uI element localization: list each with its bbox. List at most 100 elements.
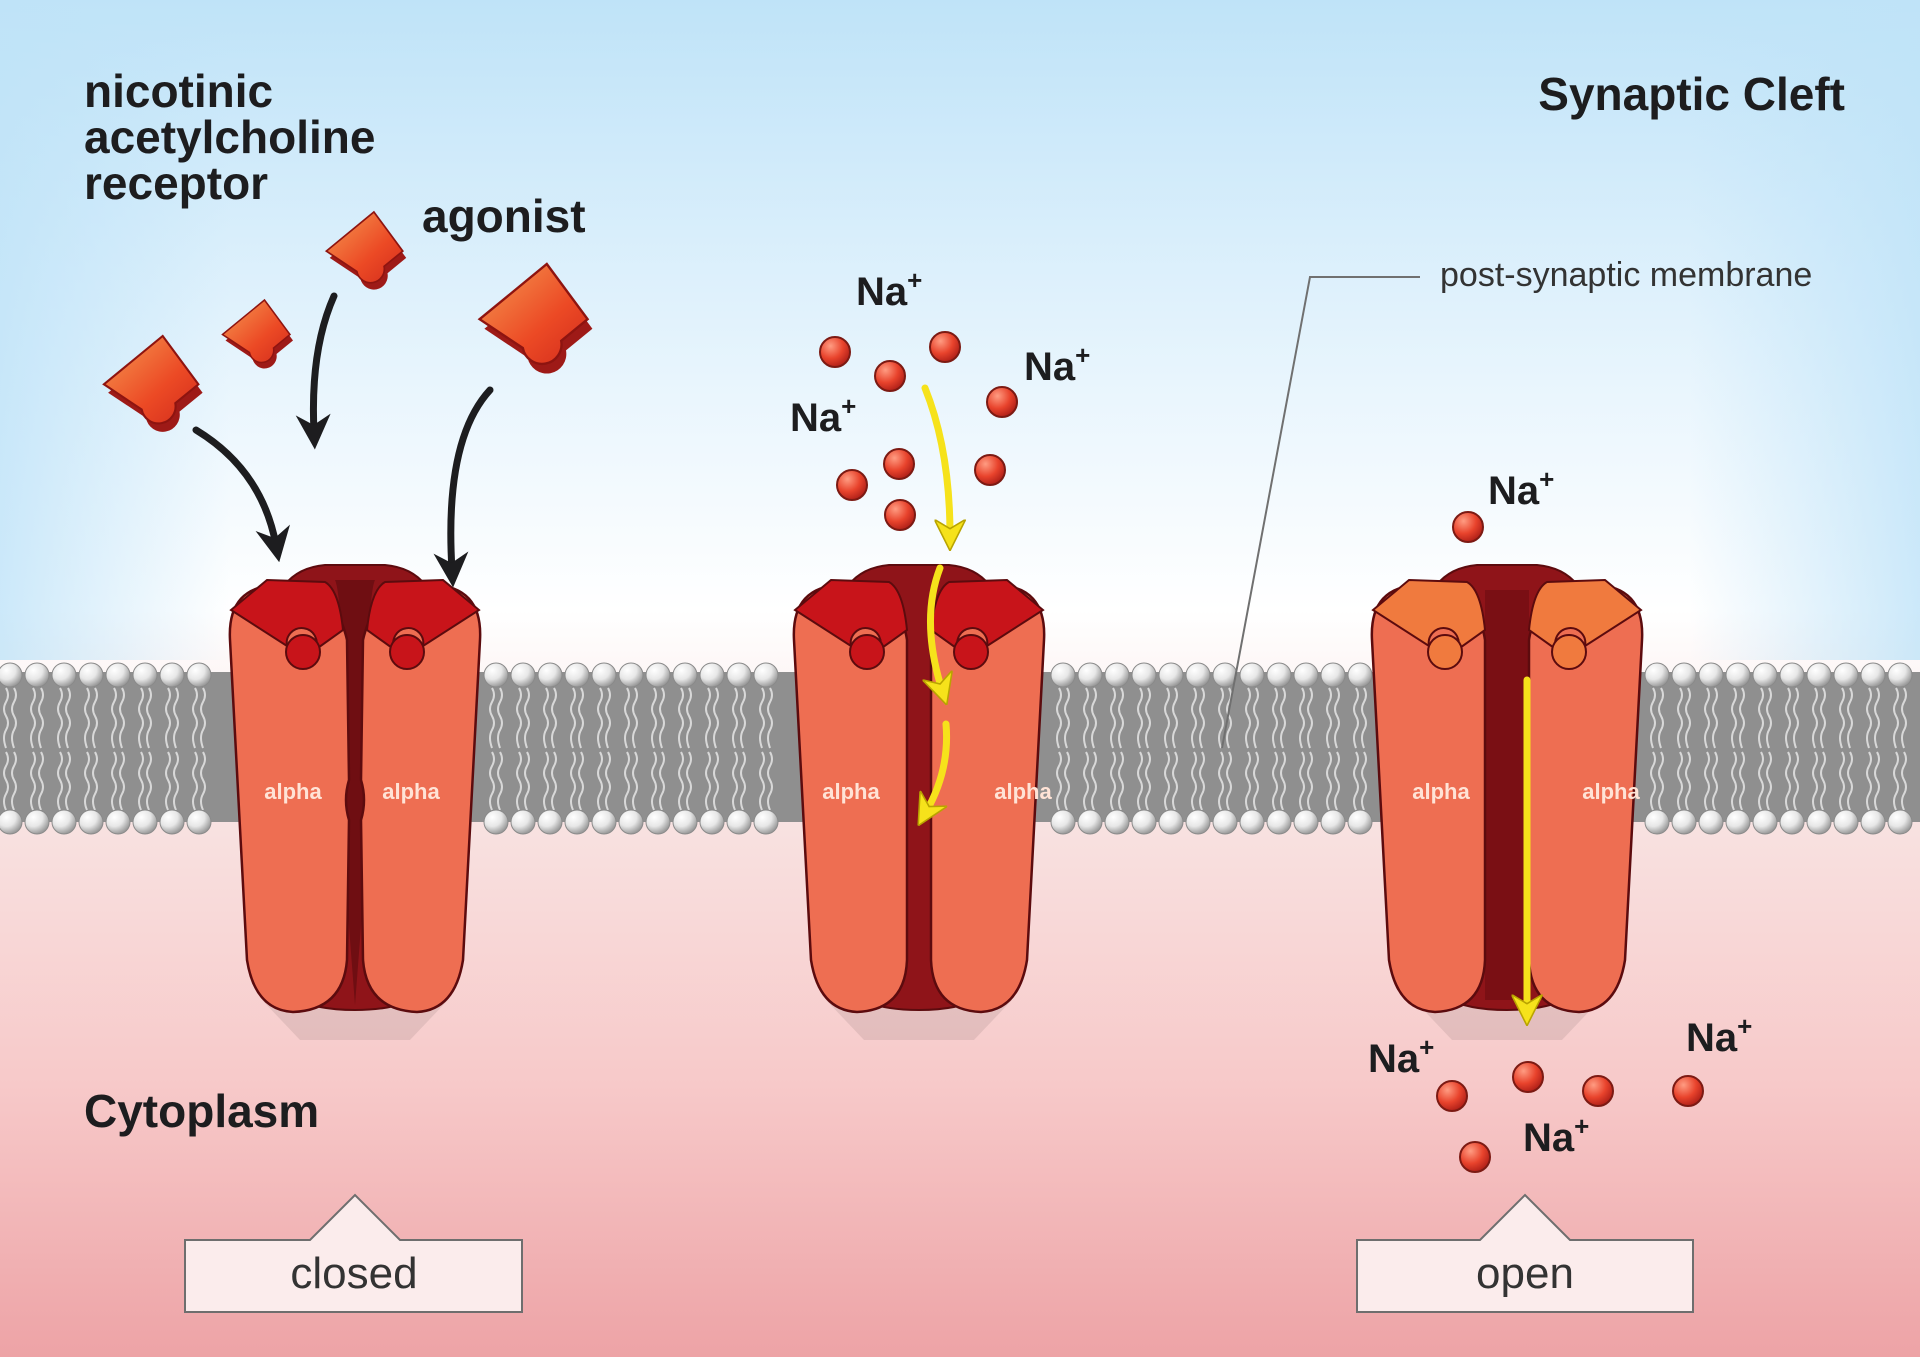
lipid-tail xyxy=(605,687,611,749)
lipid-tail xyxy=(1280,751,1286,811)
lipid-tail xyxy=(173,687,179,749)
lipid-head xyxy=(753,662,779,688)
lipid-tail xyxy=(146,687,152,749)
lipid-tail xyxy=(173,751,179,811)
lipid-head xyxy=(1833,809,1859,835)
lipid-tail xyxy=(570,751,576,811)
lipid-tail xyxy=(1758,751,1764,811)
lipid-tail xyxy=(1110,751,1116,811)
lipid-tail xyxy=(1110,687,1116,749)
lipid-tail xyxy=(767,751,773,811)
lipid-head xyxy=(1185,809,1211,835)
lipid-tail xyxy=(1245,751,1251,811)
lipid-tail xyxy=(1280,687,1286,749)
lipid-tail xyxy=(516,751,522,811)
lipid-tail xyxy=(1704,751,1710,811)
lipid-head xyxy=(1725,662,1751,688)
lipid-head xyxy=(483,809,509,835)
lipid-tail xyxy=(1334,751,1340,811)
ion-label: Na+ xyxy=(1523,1111,1589,1160)
lipid-head xyxy=(1806,662,1832,688)
lipid-head xyxy=(105,662,131,688)
lipid-tail xyxy=(1839,751,1845,811)
lipid-tail xyxy=(1658,687,1664,749)
ion-label: Na+ xyxy=(1024,340,1090,389)
lipid-tail xyxy=(651,751,657,811)
lipid-head xyxy=(1185,662,1211,688)
lipid-head xyxy=(1752,809,1778,835)
lipid-head xyxy=(1806,809,1832,835)
lipid-tail xyxy=(767,687,773,749)
lipid-head xyxy=(618,662,644,688)
lipid-tail xyxy=(759,751,765,811)
lipid-tail xyxy=(1307,751,1313,811)
lipid-head xyxy=(24,809,50,835)
lipid-tail xyxy=(1091,687,1097,749)
lipid-tail xyxy=(1299,687,1305,749)
lipid-tail xyxy=(200,751,206,811)
lipid-tail xyxy=(1893,751,1899,811)
lipid-tail xyxy=(1083,751,1089,811)
receptor-title: nicotinic acetylcholine receptor xyxy=(84,65,388,209)
lipid-tail xyxy=(1064,751,1070,811)
cytoplasm-label: Cytoplasm xyxy=(84,1085,319,1137)
lipid-head xyxy=(51,662,77,688)
lipid-tail xyxy=(624,751,630,811)
lipid-tail xyxy=(119,751,125,811)
lipid-tail xyxy=(11,687,17,749)
lipid-head xyxy=(1887,809,1913,835)
lipid-tail xyxy=(516,687,522,749)
lipid-tail xyxy=(1731,687,1737,749)
lipid-tail xyxy=(1199,751,1205,811)
lipid-tail xyxy=(1091,751,1097,811)
lipid-head xyxy=(1131,662,1157,688)
lipid-tail xyxy=(1677,687,1683,749)
lipid-tail xyxy=(84,751,90,811)
lipid-head xyxy=(1239,662,1265,688)
sodium-ion-icon xyxy=(1512,1061,1544,1093)
lipid-tail xyxy=(1299,751,1305,811)
lipid-head xyxy=(699,662,725,688)
sodium-ion-icon xyxy=(1452,511,1484,543)
lipid-tail xyxy=(1712,687,1718,749)
subunit-label: alpha xyxy=(1582,779,1640,804)
lipid-tail xyxy=(497,687,503,749)
lipid-head xyxy=(618,809,644,835)
lipid-head xyxy=(564,662,590,688)
lipid-tail xyxy=(192,687,198,749)
lipid-tail xyxy=(30,751,36,811)
lipid-tail xyxy=(1164,751,1170,811)
lipid-tail xyxy=(65,751,71,811)
lipid-head xyxy=(1347,662,1373,688)
lipid-tail xyxy=(1326,687,1332,749)
lipid-tail xyxy=(659,687,665,749)
lipid-tail xyxy=(524,687,530,749)
lipid-tail xyxy=(1901,751,1907,811)
lipid-tail xyxy=(138,751,144,811)
lipid-tail xyxy=(705,687,711,749)
lipid-head xyxy=(51,809,77,835)
lipid-head xyxy=(537,809,563,835)
lipid-head xyxy=(186,662,212,688)
lipid-tail xyxy=(543,687,549,749)
ion-label: Na+ xyxy=(790,391,856,440)
lipid-head xyxy=(591,809,617,835)
lipid-head xyxy=(510,662,536,688)
lipid-tail xyxy=(1353,687,1359,749)
lipid-tail xyxy=(1766,751,1772,811)
lipid-tail xyxy=(1172,687,1178,749)
sodium-ion-icon xyxy=(883,448,915,480)
lipid-head xyxy=(105,809,131,835)
lipid-tail xyxy=(1334,687,1340,749)
lipid-head xyxy=(1833,662,1859,688)
synaptic-cleft-label: Synaptic Cleft xyxy=(1538,68,1845,120)
lipid-head xyxy=(1320,662,1346,688)
lipid-tail xyxy=(1226,751,1232,811)
sodium-ion-icon xyxy=(1436,1080,1468,1112)
subunit-label: alpha xyxy=(822,779,880,804)
lipid-tail xyxy=(57,751,63,811)
state-closed-callout: closed xyxy=(184,1193,523,1313)
lipid-head xyxy=(1212,809,1238,835)
lipid-tail xyxy=(3,751,9,811)
lipid-head xyxy=(1050,662,1076,688)
